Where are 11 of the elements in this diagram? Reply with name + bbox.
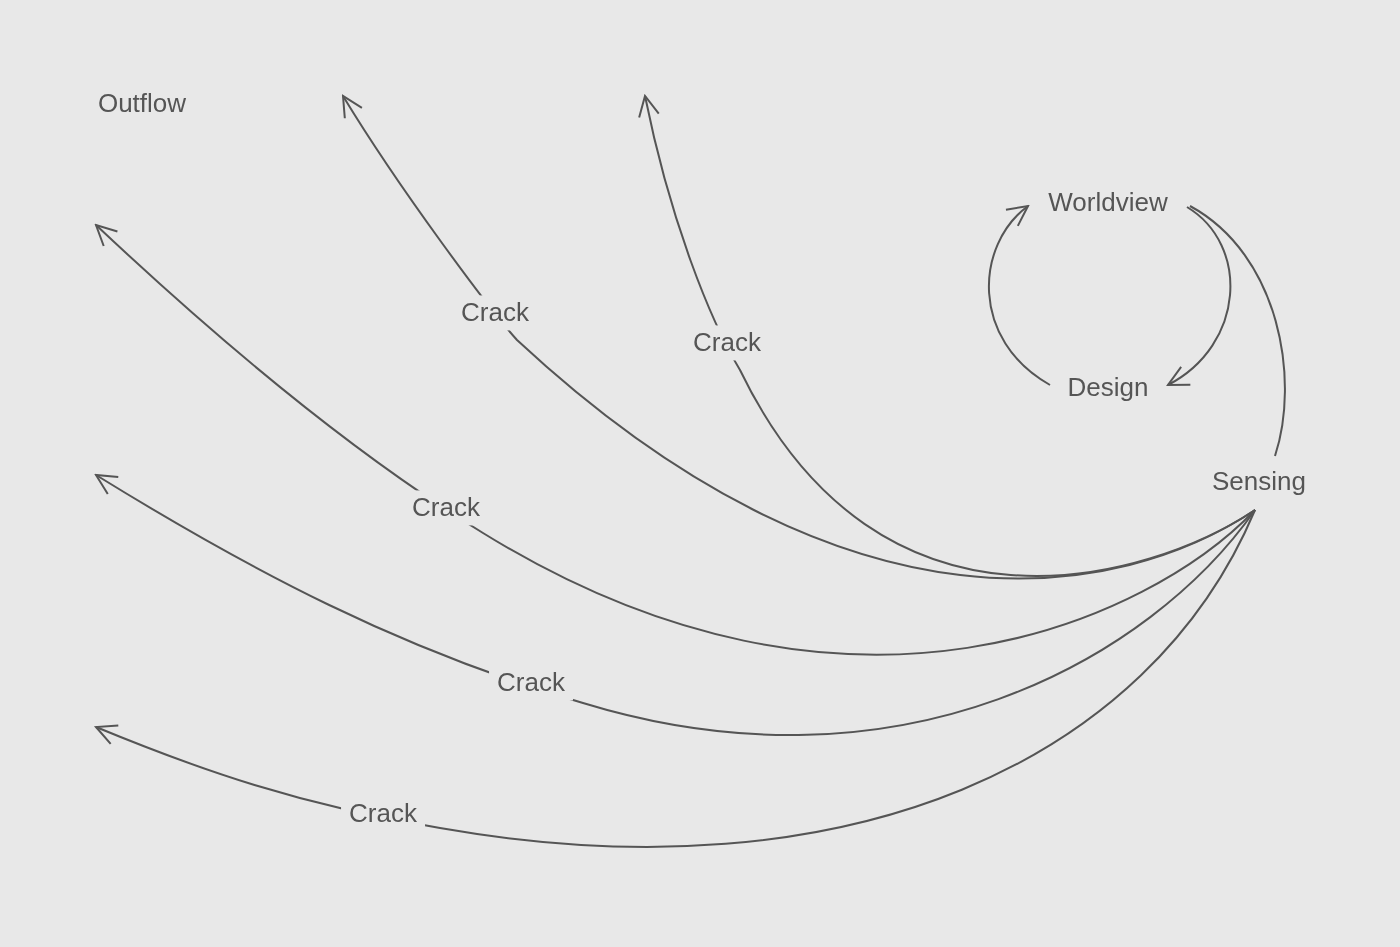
node-label: Worldview	[1048, 187, 1168, 219]
curved-line	[1189, 205, 1286, 457]
curved-arrow	[95, 474, 1256, 736]
node-label: Design	[1067, 372, 1149, 404]
curved-arrow	[988, 205, 1051, 386]
curved-arrow	[95, 509, 1256, 848]
curved-arrow	[638, 95, 1256, 577]
text-label: Outflow	[97, 88, 187, 120]
curved-arrow	[95, 224, 1256, 656]
node-label: Sensing	[1212, 466, 1306, 498]
curved-arrow	[1167, 206, 1232, 386]
